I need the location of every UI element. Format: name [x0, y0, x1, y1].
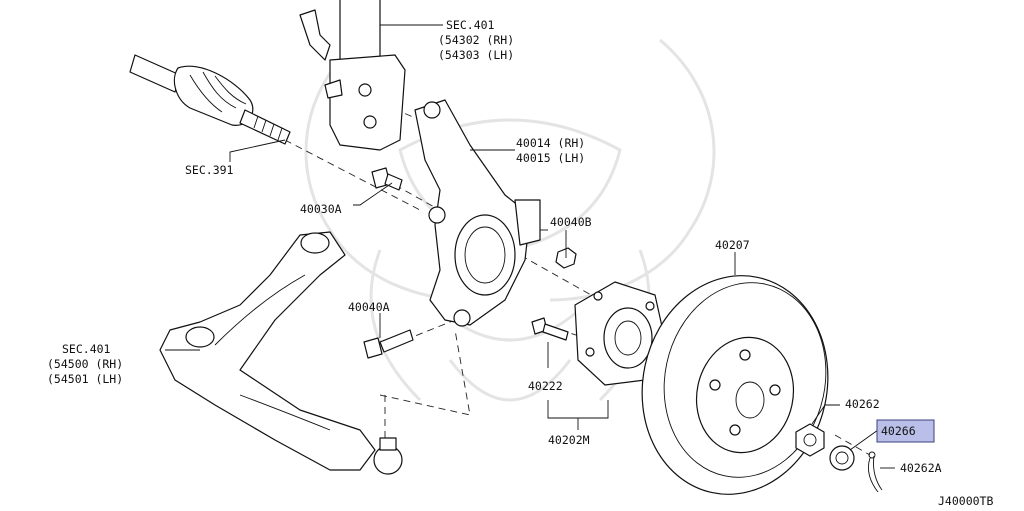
label-bolt-40040a: 40040A	[348, 300, 390, 314]
cotter-pin	[867, 451, 883, 493]
label-pin-40262a: 40262A	[900, 461, 942, 475]
steering-knuckle	[414, 99, 541, 327]
hub-assembly	[574, 281, 666, 386]
leader-lines	[165, 24, 895, 469]
label-nut-40262: 40262	[845, 397, 880, 411]
label-sec401-lower-rh: (54500 (RH)	[47, 357, 123, 371]
label-sec401-lower-lh: (54501 (LH)	[47, 372, 123, 386]
label-sec401-lower: SEC.401	[62, 342, 111, 356]
nut-retainer	[829, 445, 855, 471]
label-sec401-top: SEC.401	[446, 18, 495, 32]
label-nut-40040b: 40040B	[550, 215, 592, 229]
label-sec401-top-rh: (54302 (RH)	[438, 33, 514, 47]
axle-nut	[795, 423, 825, 457]
label-stud-40222: 40222	[528, 379, 563, 393]
bolt-40040a	[363, 329, 414, 359]
hub-stud	[531, 317, 569, 341]
brake-rotor	[641, 275, 829, 495]
label-knuckle-rh: 40014 (RH)	[516, 136, 585, 150]
strut-assembly	[299, 0, 406, 151]
label-retainer-40266[interactable]: 40266	[881, 424, 916, 438]
lower-control-arm	[159, 231, 403, 475]
label-sec401-top-lh: (54303 (LH)	[438, 48, 514, 62]
label-sec391: SEC.391	[185, 163, 234, 177]
label-hub-40202m: 40202M	[548, 433, 590, 447]
label-knuckle-lh: 40015 (LH)	[516, 151, 585, 165]
bolt-40030a	[371, 167, 403, 191]
label-bolt-40030a: 40030A	[300, 202, 342, 216]
highlighted-part-callout[interactable]: 40266	[876, 419, 935, 443]
label-rotor-40207: 40207	[715, 238, 750, 252]
highlight-box	[876, 419, 935, 443]
drawing-code: J40000TB	[938, 494, 993, 508]
drive-shaft	[129, 54, 291, 145]
